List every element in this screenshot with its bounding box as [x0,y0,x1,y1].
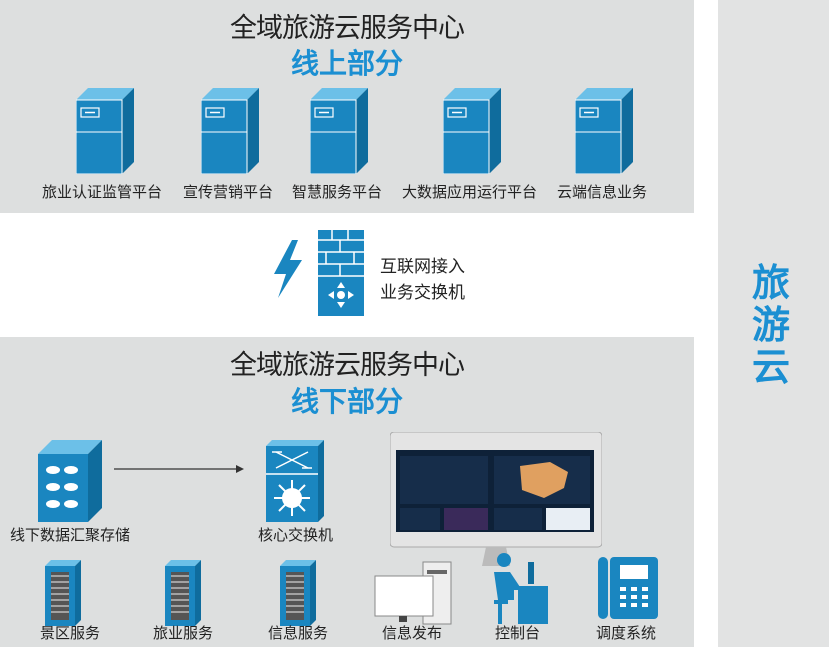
server-label: 旅业认证监管平台 [42,183,163,201]
service-label: 旅业服务 [153,624,214,642]
operator-console-icon [494,553,548,624]
gateway-label-2: 业务交换机 [380,283,465,303]
server-label: 宣传营销平台 [183,183,274,201]
storage-label: 线下数据汇聚存储 [10,526,131,544]
divider-strip [694,528,718,647]
service-label: 景区服务 [40,624,101,642]
server-icon [201,88,259,174]
server-label: 大数据应用运行平台 [402,183,538,201]
storage-icon [38,440,102,522]
firewall-icon [318,230,364,316]
gateway-label-1: 互联网接入 [380,257,465,277]
phone-icon [598,557,658,619]
server-icon [310,88,368,174]
desktop-pc-icon [374,561,452,625]
divider-strip [694,135,718,505]
offline-title: 全域旅游云服务中心 [230,350,465,381]
service-label: 控制台 [495,624,541,642]
server-label: 智慧服务平台 [292,183,383,201]
rack-server-icon [165,560,201,626]
lightning-icon [274,240,302,298]
service-label: 信息发布 [382,624,443,642]
monitor-dashboard-icon [390,432,602,566]
server-icon [76,88,134,174]
server-icon [575,88,633,174]
service-label: 调度系统 [596,624,657,642]
server-icon [443,88,501,174]
core-switch-label: 核心交换机 [258,526,334,544]
rack-server-icon [280,560,316,626]
arrow [114,465,244,473]
service-label: 信息服务 [268,624,329,642]
side-label: 旅游云 [751,261,790,389]
server-label: 云端信息业务 [557,183,648,201]
online-subtitle: 线上部分 [290,47,403,80]
right-panel [718,0,829,647]
rack-server-icon [45,560,81,626]
divider-strip [694,0,718,113]
core-switch-icon [266,440,324,522]
online-title: 全域旅游云服务中心 [230,13,465,44]
offline-subtitle: 线下部分 [290,385,403,418]
